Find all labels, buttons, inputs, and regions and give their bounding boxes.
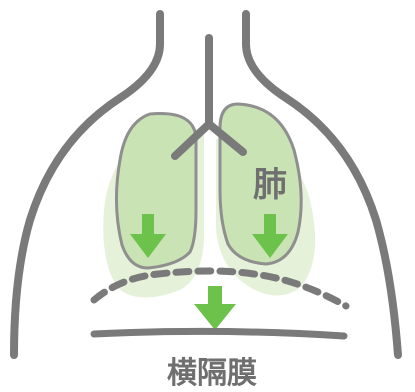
diaphragm-contracted-line [94, 331, 344, 336]
lung-label: 肺 [253, 165, 287, 205]
down-arrow-icon-diaphragm [194, 286, 236, 330]
diaphragm-label: 横隔膜 [167, 356, 257, 391]
